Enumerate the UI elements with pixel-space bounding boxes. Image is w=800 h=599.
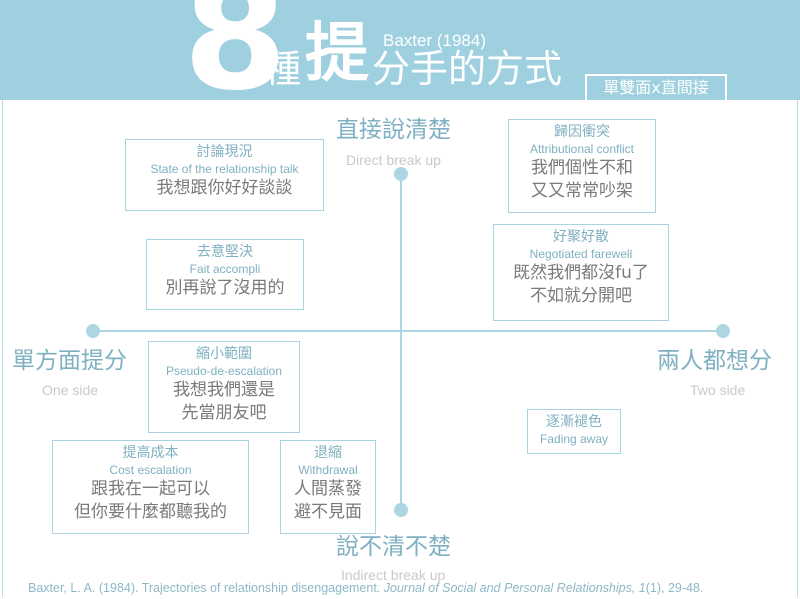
strategy-box: 好聚好散 Negotiated farewell 既然我們都沒fu了 不如就分開… bbox=[493, 224, 669, 321]
strategy-example: 先當朋友吧 bbox=[181, 403, 267, 423]
strategy-name: 歸因衝突 bbox=[554, 124, 610, 140]
citation-prefix: Baxter, L. A. (1984). Trajectories of re… bbox=[28, 581, 384, 595]
strategy-name: 討論現況 bbox=[196, 144, 253, 160]
strategy-example: 我想我們還是 bbox=[173, 380, 275, 400]
title-number: 8 bbox=[183, 0, 288, 124]
strategy-example: 既然我們都沒fu了 bbox=[513, 263, 649, 283]
strategy-example: 別再說了沒用的 bbox=[165, 278, 285, 298]
horizontal-axis bbox=[92, 330, 722, 332]
strategy-english: State of the relationship talk bbox=[150, 162, 299, 176]
axis-label-bottom: 說不清不楚 bbox=[336, 534, 451, 560]
strategy-box: 逐漸褪色 Fading away bbox=[527, 409, 621, 454]
diagram-frame bbox=[2, 100, 798, 597]
citation: Baxter, L. A. (1984). Trajectories of re… bbox=[28, 582, 703, 595]
title-emphasis: 提 bbox=[305, 17, 369, 91]
strategy-example: 跟我在一起可以 bbox=[91, 479, 210, 499]
strategy-name: 逐漸褪色 bbox=[546, 414, 602, 430]
strategy-box: 退縮 Withdrawal 人間蒸發 避不見面 bbox=[280, 440, 376, 534]
strategy-name: 去意堅決 bbox=[197, 244, 253, 260]
vertical-axis bbox=[400, 174, 402, 510]
strategy-example: 我們個性不和 bbox=[531, 158, 633, 178]
axis-end-bottom bbox=[394, 503, 408, 517]
axis-sublabel-right: Two side bbox=[690, 382, 746, 398]
axis-sublabel-left: One side bbox=[42, 382, 99, 398]
strategy-english: Cost escalation bbox=[109, 463, 192, 477]
strategy-example: 人間蒸發 bbox=[294, 479, 362, 499]
strategy-english: Negotiated farewell bbox=[529, 247, 633, 261]
strategy-name: 提高成本 bbox=[122, 445, 179, 461]
axis-label-top: 直接說清楚 bbox=[336, 117, 451, 143]
strategy-example: 不如就分開吧 bbox=[530, 286, 632, 306]
strategy-name: 好聚好散 bbox=[553, 229, 609, 245]
strategy-name: 縮小範圍 bbox=[196, 346, 252, 362]
axis-sublabel-top: Direct break up bbox=[346, 152, 441, 168]
citation-journal: Journal of Social and Personal Relations… bbox=[383, 581, 646, 595]
strategy-example: 但你要什麼都聽我的 bbox=[74, 502, 227, 522]
axis-end-left bbox=[86, 324, 100, 338]
strategy-example: 又又常常吵架 bbox=[531, 181, 633, 201]
title-credit: Baxter (1984) bbox=[383, 31, 486, 50]
strategy-name: 退縮 bbox=[314, 445, 342, 461]
axis-label-right: 兩人都想分 bbox=[657, 348, 772, 374]
axis-sublabel-bottom: Indirect break up bbox=[341, 567, 446, 583]
strategy-box: 提高成本 Cost escalation 跟我在一起可以 但你要什麼都聽我的 bbox=[52, 440, 249, 534]
strategy-english: Fait accompli bbox=[189, 262, 261, 276]
citation-suffix: (1), 29-48. bbox=[645, 581, 704, 595]
strategy-english: Attributional conflict bbox=[529, 142, 635, 156]
axis-end-top bbox=[394, 167, 408, 181]
title-prefix: 種 bbox=[263, 47, 302, 91]
strategy-english: Fading away bbox=[539, 432, 609, 446]
axis-label-left: 單方面提分 bbox=[12, 348, 127, 374]
strategy-example: 避不見面 bbox=[294, 502, 362, 522]
axis-end-right bbox=[716, 324, 730, 338]
title-suffix: 分手的方式 bbox=[372, 47, 563, 91]
strategy-box: 縮小範圍 Pseudo-de-escalation 我想我們還是 先當朋友吧 bbox=[148, 341, 300, 433]
dimension-tag: 單雙面x直間接 bbox=[585, 74, 727, 102]
strategy-box: 去意堅決 Fait accompli 別再說了沒用的 bbox=[146, 239, 304, 310]
strategy-english: Pseudo-de-escalation bbox=[165, 364, 283, 378]
strategy-example: 我想跟你好好談談 bbox=[156, 178, 293, 198]
strategy-box: 歸因衝突 Attributional conflict 我們個性不和 又又常常吵… bbox=[508, 119, 656, 213]
strategy-english: Withdrawal bbox=[298, 463, 358, 477]
strategy-box: 討論現況 State of the relationship talk 我想跟你… bbox=[125, 139, 324, 211]
